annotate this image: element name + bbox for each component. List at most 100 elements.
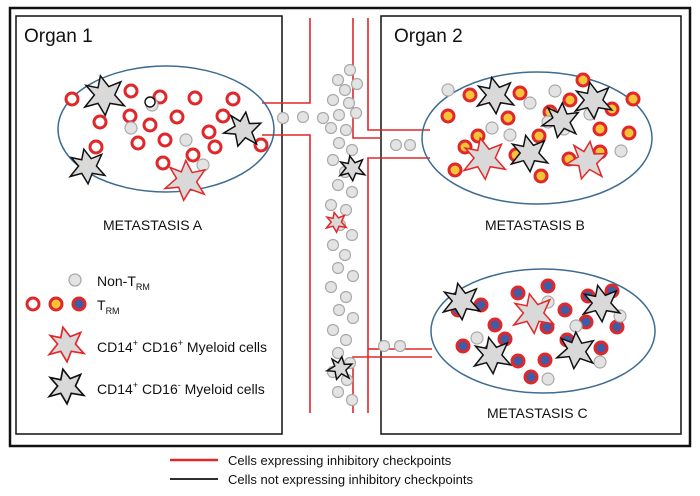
non-trm-cell [331,385,345,399]
vessel-non-trm-cells [276,63,417,407]
trm-cell [540,278,556,294]
non-trm-cell [331,178,345,192]
trm-cell [225,91,241,107]
legend-trm-yellow-icon [48,296,64,312]
non-trm-cell [196,158,210,172]
non-trm-cell [179,133,193,147]
outer-frame [8,6,692,448]
non-trm-cell [338,83,352,97]
non-trm-cell [326,93,340,107]
trm-cell [92,114,108,130]
non-trm-cell [345,185,359,199]
non-trm-cell [338,248,352,262]
non-trm-cell [503,128,517,142]
trm-cell [512,85,528,101]
legend-black-line-label: Cells not expressing inhibitory checkpoi… [228,472,473,487]
non-trm-cell [276,111,290,125]
blood-vessel [262,18,432,413]
non-trm-cell [350,77,364,91]
non-trm-cell [324,121,338,135]
trm-cell [609,319,625,335]
non-trm-cell [485,121,499,135]
metastasis-c-label: METASTASIS C [487,405,588,421]
legend-myeloid-negative-label: CD14+ CD16- Myeloid cells [97,380,265,397]
non-trm-cell [523,96,537,110]
non-trm-cell [331,261,345,275]
trm-cell [215,108,231,124]
line-legend: Cells expressing inhibitory checkpoints … [170,453,473,487]
non-trm-cell [393,339,407,353]
non-trm-cell [296,110,310,124]
legend-myeloid-negative-icon [48,368,85,405]
non-trm-cell [389,138,403,152]
legend-trm-label: TRM [97,297,120,316]
metastasis-a-ellipse [57,65,275,193]
cells-layer [64,72,641,386]
trm-cell [510,353,526,369]
trm-cell [557,302,573,318]
trm-cell [122,108,138,124]
legend-trm-blue-icon [71,296,87,312]
non-trm-cell [470,331,484,345]
organ1-box [15,15,283,435]
trm-cell [575,72,591,88]
non-trm-cell [349,106,363,120]
non-trm-cell [324,280,338,294]
organ2-title: Organ 2 [394,26,463,47]
non-trm-cell [316,111,330,125]
non-trm-cell [326,238,340,252]
myeloid-cd16-negative-cell [442,282,481,321]
non-trm-cell [339,203,353,217]
trm-cell [500,110,516,126]
legend-myeloid-positive-label: CD14+ CD16+ Myeloid cells [97,338,267,355]
organ1-title: Organ 1 [24,26,93,47]
trm-cell [621,125,637,141]
non-trm-cell [403,138,417,152]
non-trm-cell [326,323,340,337]
legend-red-line-label: Cells expressing inhibitory checkpoints [228,453,452,468]
non-trm-cell [324,198,338,212]
non-trm-cell [377,339,391,353]
non-trm-cell [331,73,345,87]
non-trm-cell [342,96,356,110]
trm-cell [562,92,578,108]
non-trm-cell [345,143,359,157]
cell-legend: Non-TRM TRM CD14+ CD16+ Myeloid cells CD… [25,273,267,405]
trm-cell [130,135,146,151]
non-trm-cell [345,228,359,242]
trm-cell [440,108,456,124]
trm-cell [510,285,526,301]
trm-cell [152,89,168,105]
non-trm-cell [124,121,138,135]
trm-cell [487,317,503,333]
metastasis-c-ellipse [430,268,656,394]
metastasis-b-ellipse [421,71,653,205]
trm-cell [169,109,185,125]
legend-trm-white-icon [25,296,41,312]
trm-cell [537,352,553,368]
trm-cell [625,91,641,107]
trm-cell [592,121,608,137]
non-trm-cell [332,303,346,317]
metastasis-b-label: METASTASIS B [485,217,585,233]
trm-cell [523,369,539,385]
trm-cell [447,162,463,178]
non-trm-cell [332,136,346,150]
non-trm-cell [541,372,555,386]
trm-cell [201,124,217,140]
myeloid-cd16-negative-cell [476,76,515,115]
trm-cell [462,87,478,103]
trm-cell [533,168,549,184]
myeloid-cd16-negative-cell [84,75,126,117]
non-trm-cell [346,269,360,283]
trm-cell [155,155,171,171]
trm-cell [593,340,609,356]
trm-cell [207,139,223,155]
legend-myeloid-positive-icon [48,326,85,363]
non-trm-cell [346,311,360,325]
non-trm-cell [614,144,628,158]
trm-cell [455,338,471,354]
metastasis-a-label: METASTASIS A [103,217,203,233]
non-trm-cell [339,290,353,304]
trm-cell [185,147,201,163]
